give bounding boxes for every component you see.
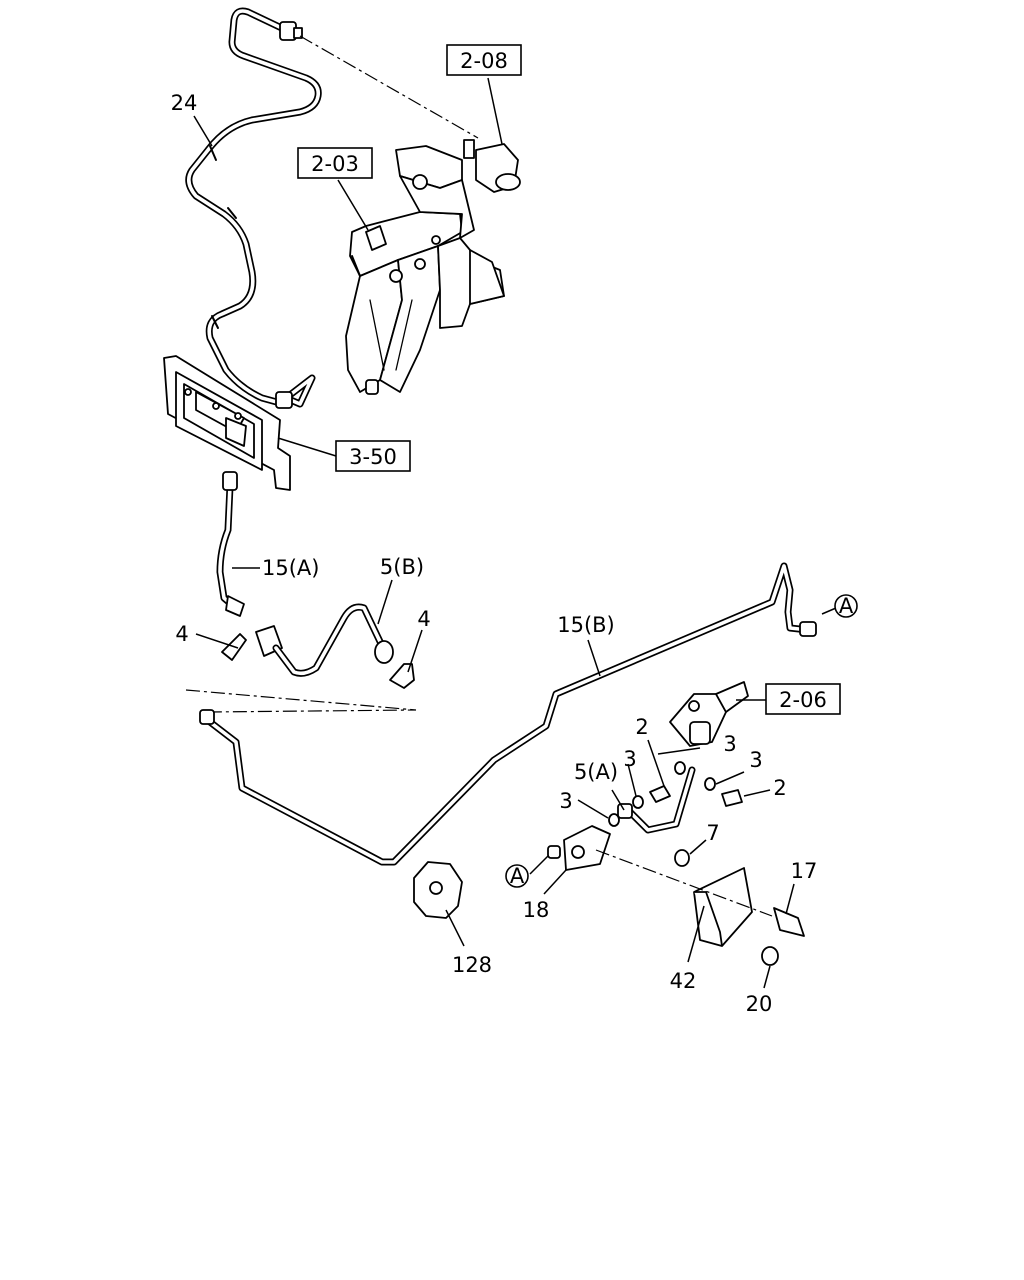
callout-42: 42 [670,969,697,993]
ref-2-03: 2-03 [311,152,359,176]
bolt-2-a [649,785,671,803]
phantom-line-top [299,35,479,139]
washer-3-c [704,777,716,791]
callout-3-left: 3 [559,789,572,813]
ref-box-2-03 [297,147,373,179]
callout-3-upper: 3 [723,732,736,756]
nut-20 [761,946,779,966]
callout-5a: 5(A) [574,760,618,784]
phantom-link-lines [185,689,417,713]
callout-2-right: 2 [773,776,786,800]
nut-7 [674,849,690,867]
pipe-fitting-right [799,621,817,637]
callout-7: 7 [706,821,719,845]
ref-box-3-50 [335,440,411,472]
callout-4-right: 4 [417,607,430,631]
bolt-17 [773,907,805,937]
callout-18: 18 [523,898,550,922]
bolt-path-line [595,849,773,917]
callout-20: 20 [746,992,773,1016]
callout-4-left: 4 [175,622,188,646]
callout-17: 17 [791,859,818,883]
washer-3-b [632,795,644,809]
clip-4-right [389,663,415,689]
pedal-bracket-assembly [345,139,521,395]
ref-3-50: 3-50 [349,445,397,469]
callout-5b: 5(B) [380,555,424,579]
pipe-24 [185,7,322,409]
bracket-18 [563,825,611,871]
callout-15a: 15(A) [262,556,319,580]
callout-128: 128 [452,953,492,977]
bracket-3-50 [163,355,291,491]
pipe-fitting-left [199,709,215,725]
pipe-nut-top [293,27,303,39]
hose-fitting-upper [222,471,238,491]
hose-15a [216,471,394,677]
bolt-2-b [721,789,743,807]
callout-3-mid: 3 [623,747,636,771]
callout-3-right: 3 [749,748,762,772]
ref-2-06: 2-06 [779,688,827,712]
callout-24: 24 [171,91,198,115]
pipe-15b [199,562,817,866]
washer-3-d [608,813,620,827]
bracket-42 [693,867,753,947]
callout-2-upper: 2 [635,715,648,739]
ref-2-08: 2-08 [460,49,508,73]
ref-box-2-08 [446,44,522,76]
washer-3-a [674,761,686,775]
master-cylinder [669,681,749,747]
marker-a-right-label: A [839,594,854,618]
callout-15b: 15(B) [557,613,615,637]
fitting-5b [374,640,394,664]
marker-a-left-label: A [510,864,525,888]
pipe-fitting-bottom [275,391,293,409]
ref-box-2-06 [765,683,841,715]
marker-a-right [834,594,858,618]
fitting-5a [617,803,633,819]
marker-a-left [505,864,529,888]
